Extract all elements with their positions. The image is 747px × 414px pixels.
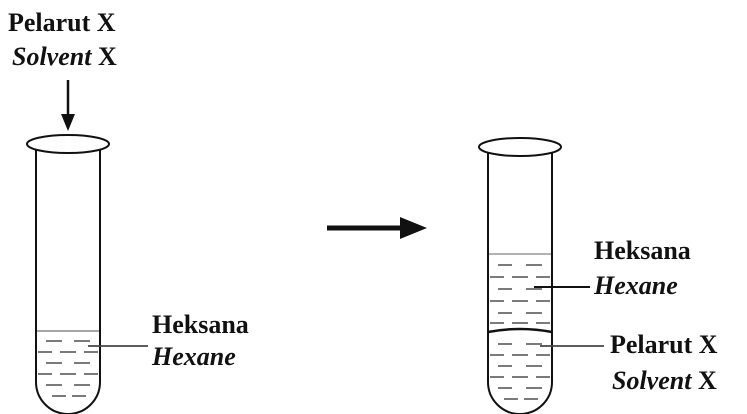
right-lower-label-line2: Solvent X [612,366,717,395]
right-upper-label-line2: Hexane [593,271,678,300]
right-test-tube [478,137,562,414]
left-test-tube [26,134,110,414]
right-lower-label-solvent-word: Solvent [612,366,692,395]
left-layer-label-line1: Heksana [152,310,249,339]
right-lower-label-x-letter: X [691,366,717,395]
left-top-label-line1: Pelarut X [8,8,116,37]
left-tube-body [35,147,101,414]
left-tube-rim [26,134,110,154]
down-arrow [61,80,75,131]
right-lower-label-line1: Pelarut X [610,330,718,359]
right-layer-interface [487,327,553,334]
left-top-label-x-letter: X [91,42,117,71]
right-lower-layer-dashes [490,343,550,400]
left-layer-label-line2: Hexane [151,342,236,371]
right-upper-label-line1: Heksana [594,236,691,265]
right-tube-body [487,150,553,414]
right-upper-layer-dashes [490,264,550,324]
left-top-label-solvent-word: Solvent [12,42,92,71]
right-tube-rim [478,137,562,157]
left-liquid-dashes [38,340,98,397]
left-top-label-line2: Solvent X [12,42,117,71]
right-arrow [327,217,427,239]
